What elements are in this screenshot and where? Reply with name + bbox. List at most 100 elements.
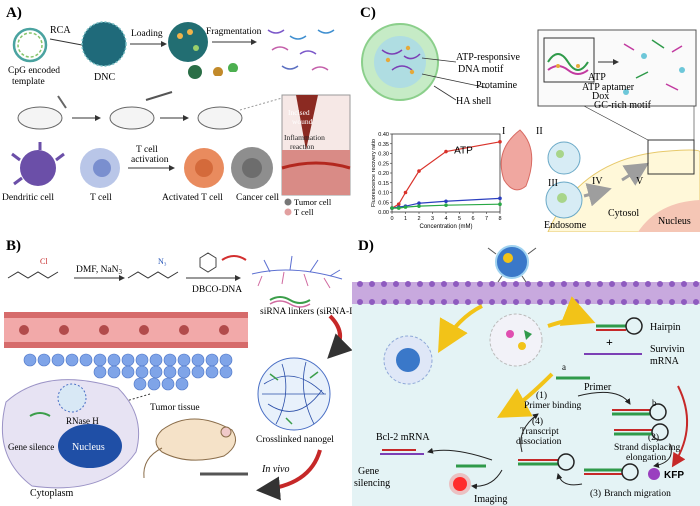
y-tick-label: 0.30 (378, 152, 389, 158)
y-tick-label: 0.35 (378, 142, 389, 148)
disassembled-particle (489, 313, 543, 367)
zoom-dox (556, 64, 580, 68)
cycle-arrow-2 (653, 443, 672, 469)
gc-rich-strand (547, 65, 589, 75)
dnc-label: DNC (94, 72, 115, 83)
activated-t-cell-nucleus (195, 159, 213, 177)
plus-sign: + (606, 335, 613, 349)
imaging-label: Imaging (474, 494, 507, 505)
protamine-label: Protamine (476, 80, 518, 91)
y-tick-label: 0.00 (378, 210, 389, 216)
shell-pointer (433, 85, 457, 101)
dbco-label: DBCO-DNA (192, 285, 242, 295)
panel-b-figure: B) Cl DMF, NaN3 N₃ DBCO-DNA siRNA linker… (1, 238, 352, 501)
x-tick-label: 7 (485, 216, 488, 222)
crosslink-arrow (327, 314, 352, 359)
data-point (498, 196, 502, 201)
azide-atom: N₃ (158, 257, 167, 266)
strand-b-label: b (652, 398, 657, 408)
arrow-v (621, 162, 650, 186)
protamine-pointer (421, 73, 489, 89)
in-vivo-label: In vivo (261, 464, 290, 475)
panel-d-figure: D) Hairpin + Survivin mRNA a Primer (1) (352, 238, 700, 506)
enzyme-icon (188, 65, 202, 79)
cell-membrane (352, 282, 700, 304)
fragment-icon (524, 330, 532, 340)
data-point (403, 190, 408, 195)
y-tick-label: 0.05 (378, 200, 389, 206)
nucleus-label: Nucleus (72, 442, 105, 453)
zoom-line (239, 97, 283, 111)
imaging-halo (449, 473, 471, 495)
zoom-label-gc: GC-rich motif (594, 100, 652, 111)
cytoplasm-label: Cytoplasm (30, 488, 74, 499)
survivin-label-1: Survivin (650, 344, 684, 355)
cell-row: T cell activation (11, 142, 273, 189)
mouse-icon (17, 106, 63, 130)
zoom-label-dox: Dox (592, 91, 609, 102)
x-tick-label: 0 (390, 216, 393, 222)
x-tick-label: 6 (471, 216, 474, 222)
data-point (417, 169, 421, 173)
nanogel-sirna (269, 371, 319, 425)
cpg-label-1: CpG encoded (8, 66, 60, 76)
tumor-tissue-label: Tumor tissue (150, 403, 200, 413)
ha-shell-label: HA shell (456, 96, 492, 107)
atp-motif-label-1: ATP-responsive (456, 52, 520, 63)
internal-np (396, 348, 420, 372)
tissue-layer (282, 150, 350, 195)
strand-a-label: a (562, 362, 566, 372)
y-axis-label: Fluorescence recovery ratio (371, 139, 377, 207)
panel-b: B) Cl DMF, NaN3 N₃ DBCO-DNA siRNA linker… (0, 234, 352, 506)
in-vivo-arrow (256, 449, 322, 501)
data-point (390, 206, 394, 210)
endosome-1 (547, 141, 581, 175)
panel-a: A) RCA CpG encoded template DNC Loading … (0, 0, 352, 232)
panel-b-tag: B) (6, 238, 21, 254)
step4-num: (4) (532, 416, 543, 427)
x-tick-label: 3 (431, 216, 434, 222)
atp-aptamer-strand (547, 53, 589, 71)
inflammation-label-2: reaction (290, 142, 314, 151)
reaction-label: DMF, NaN3 (76, 265, 123, 276)
primer-label: Primer (584, 382, 612, 393)
polymer-structure (7, 271, 59, 279)
pacman-enzyme-icon (228, 63, 238, 72)
panel-a-tag: A) (6, 5, 22, 21)
y-tick-label: 0.15 (378, 181, 389, 187)
panel-d-tag: D) (358, 238, 374, 254)
x-tick-label: 2 (417, 216, 420, 222)
activated-t-cell-label: Activated T cell (162, 193, 223, 203)
vessel-cells (19, 325, 229, 335)
vessel-wall-top (4, 312, 248, 318)
data-point (417, 201, 421, 206)
extended-complex (614, 423, 669, 441)
dna-strand (221, 255, 247, 261)
mouse-tail (143, 447, 163, 479)
rca-template-circle (12, 27, 48, 63)
blood-vessel (281, 161, 351, 170)
sirna-linker-2 (269, 300, 311, 308)
primer-bound-complex: b (612, 398, 667, 421)
hairpin-label: Hairpin (650, 322, 681, 333)
step-label-i: I (502, 126, 505, 137)
particle-in-endosome (557, 193, 567, 203)
dendritic-cell (20, 150, 56, 186)
dendritic-cell-label: Dendritic cell (2, 193, 54, 203)
mouse-icon (197, 106, 243, 130)
tumor-cells-cluster (23, 353, 233, 391)
cancer-cell-label: Cancer cell (236, 193, 279, 203)
survivin-label-2: mRNA (650, 356, 680, 367)
panel-d: D) Hairpin + Survivin mRNA a Primer (1) (352, 234, 700, 506)
uptake-arrow (438, 304, 483, 353)
dendrites (11, 142, 65, 186)
gene-silence-label: Gene silence (8, 442, 54, 452)
t-cell-legend-icon (284, 208, 292, 216)
data-point (444, 199, 448, 204)
dbco-ring (199, 252, 217, 273)
released-strands (623, 39, 683, 91)
t-cell-label: T cell (90, 193, 112, 203)
cpg-label-2: template (12, 77, 45, 87)
nucleus (58, 424, 122, 468)
step4-label-1: Transcript (520, 427, 559, 437)
